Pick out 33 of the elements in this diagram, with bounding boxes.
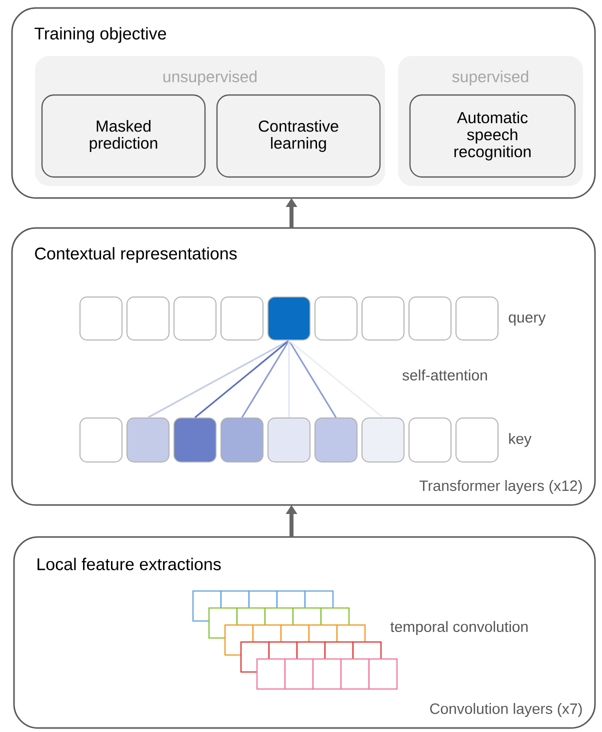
attention-label: self-attention	[402, 370, 487, 380]
panel-heading: Local feature extractions	[38, 558, 221, 570]
attention-line	[288, 340, 337, 418]
square-cell	[362, 296, 404, 340]
convolution-label: temporal convolution	[390, 621, 528, 635]
square-cell	[456, 418, 498, 462]
objective-box: Contrastive learning	[216, 94, 381, 178]
square-cell	[220, 296, 264, 340]
layer-caption: Convolution layers (x7)	[430, 703, 582, 717]
square-cell	[408, 296, 452, 340]
square-cell	[174, 296, 216, 340]
attention-line	[241, 340, 290, 418]
attention-line	[194, 340, 290, 418]
square-cell	[456, 296, 498, 340]
square-cell	[126, 296, 170, 340]
attention-line	[288, 340, 384, 418]
square-cell	[268, 296, 310, 340]
objective-box: Masked prediction	[41, 94, 206, 178]
panel-heading: Training objective	[34, 27, 166, 43]
square-cell	[80, 418, 122, 462]
square-cell	[220, 418, 264, 462]
attention-line	[148, 340, 290, 418]
square-cell	[174, 418, 216, 462]
square-cell	[362, 418, 404, 462]
panel-heading: Contextual representations	[35, 247, 237, 263]
square-cell	[408, 418, 452, 462]
square-cell	[126, 418, 170, 462]
square-cell	[80, 296, 122, 340]
layer-caption: Transformer layers (x12)	[419, 480, 582, 494]
objective-box: Automatic speech recognition	[409, 94, 576, 178]
square-cell	[314, 418, 358, 462]
square-cell	[268, 418, 310, 462]
square-cell	[314, 296, 358, 340]
